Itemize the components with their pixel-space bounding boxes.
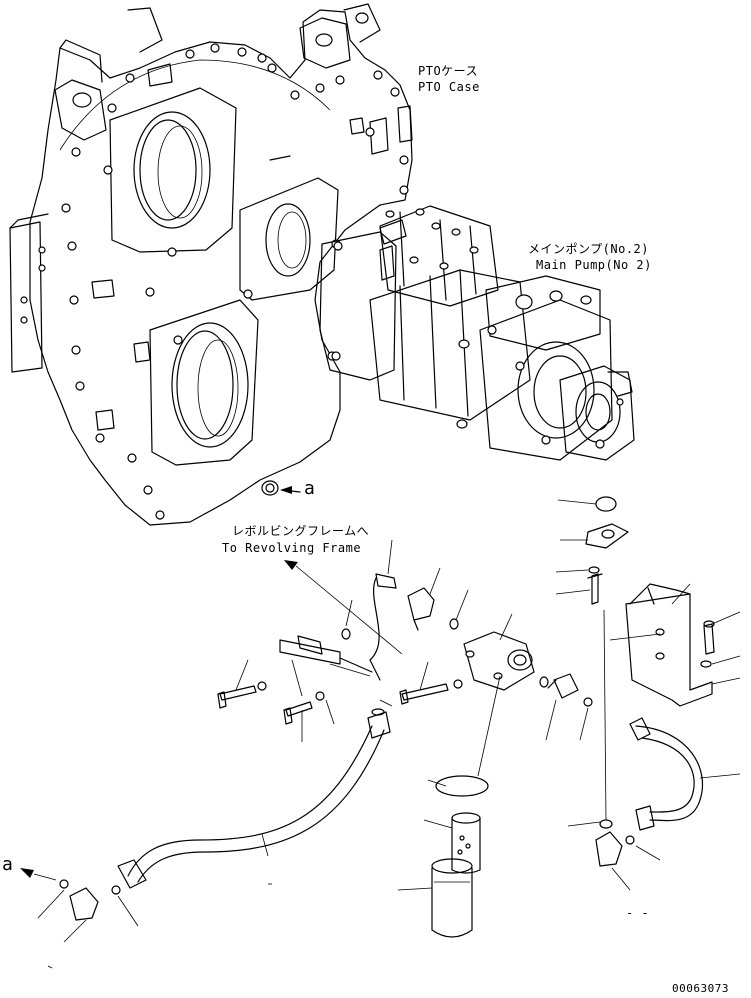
- line-filter-assembly: [397, 567, 535, 938]
- dash-marks: - -: [626, 906, 650, 920]
- ref-mark-a-bottom: a: [2, 854, 14, 875]
- bracket: [609, 583, 741, 707]
- revolving-frame-label-en: To Revolving Frame: [222, 541, 362, 555]
- revolving-frame-label-jp: レボルビングフレームへ: [232, 524, 370, 538]
- adapter-fitting: [539, 673, 593, 741]
- ref-mark-a-top: a: [304, 478, 316, 499]
- hose-left: [20, 699, 393, 969]
- main-pump-label-en: Main Pump(No 2): [536, 258, 652, 272]
- main-pump-label-jp: メインポンプ(No.2): [528, 242, 649, 256]
- pto-case-label-en: PTO Case: [418, 80, 480, 94]
- pto-case-label-jp: PTOケース: [418, 64, 479, 78]
- drawing-number: 00063073: [672, 982, 729, 995]
- outlet-flange-stack: [555, 496, 629, 821]
- sensor-harness: [217, 539, 403, 742]
- hose-right: [567, 717, 741, 891]
- pto-case-housing: [9, 3, 413, 526]
- main-pump-no2: [319, 205, 635, 461]
